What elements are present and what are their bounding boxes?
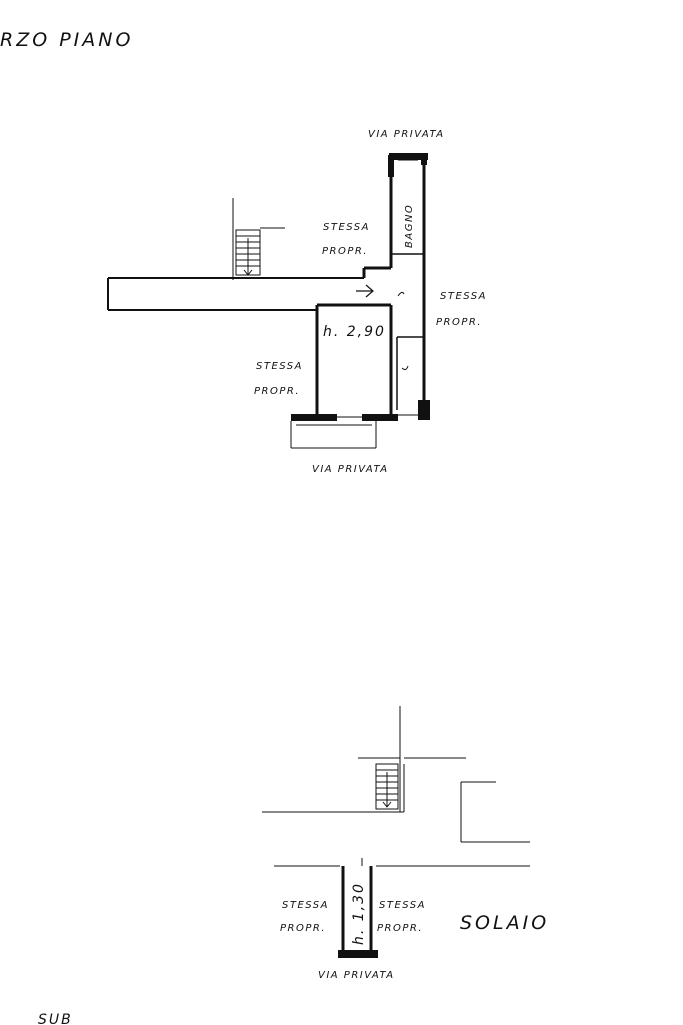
top-entrance <box>388 153 428 177</box>
attic-bottom-cap <box>338 950 378 958</box>
neighbor-right-line1: STESSA <box>440 291 487 302</box>
lower-neighbor-left-line1: STESSA <box>282 900 329 911</box>
street-label-top: VIA PRIVATA <box>368 129 445 140</box>
lower-neighbor-left-line2: PROPR. <box>280 923 326 934</box>
street-label-bottom-upper: VIA PRIVATA <box>312 464 389 475</box>
neighbor-right-line2: PROPR. <box>436 317 482 328</box>
lower-neighbor-right-line2: PROPR. <box>377 923 423 934</box>
corridor-upper <box>107 277 364 311</box>
room-height-lower: h. 1,30 <box>351 882 367 945</box>
corner-text: SUB <box>38 1012 73 1025</box>
column-walls <box>315 160 426 415</box>
lower-plan <box>262 706 530 958</box>
lower-neighbor-right-line1: STESSA <box>379 900 426 911</box>
stair-icon-upper <box>232 198 285 280</box>
street-label-bottom-lower: VIA PRIVATA <box>318 970 395 981</box>
neighbor-left-top-line2: PROPR. <box>322 246 368 257</box>
neighbor-left-bottom-line2: PROPR. <box>254 386 300 397</box>
neighbor-left-top-line1: STESSA <box>323 222 370 233</box>
bottom-entrance <box>290 400 430 449</box>
lower-plan-title: SOLAIO <box>460 912 549 934</box>
bathroom-label: BAGNO <box>404 204 415 248</box>
neighbor-left-bottom-line1: STESSA <box>256 361 303 372</box>
stair-icon-lower <box>358 706 466 812</box>
door-swing-marks <box>397 291 409 371</box>
entry-arrow-icon <box>356 284 374 298</box>
upper-plan <box>107 153 430 449</box>
floor-title: RZO PIANO <box>0 29 133 51</box>
room-height-upper: h. 2,90 <box>323 324 386 340</box>
attic-room <box>341 866 373 952</box>
